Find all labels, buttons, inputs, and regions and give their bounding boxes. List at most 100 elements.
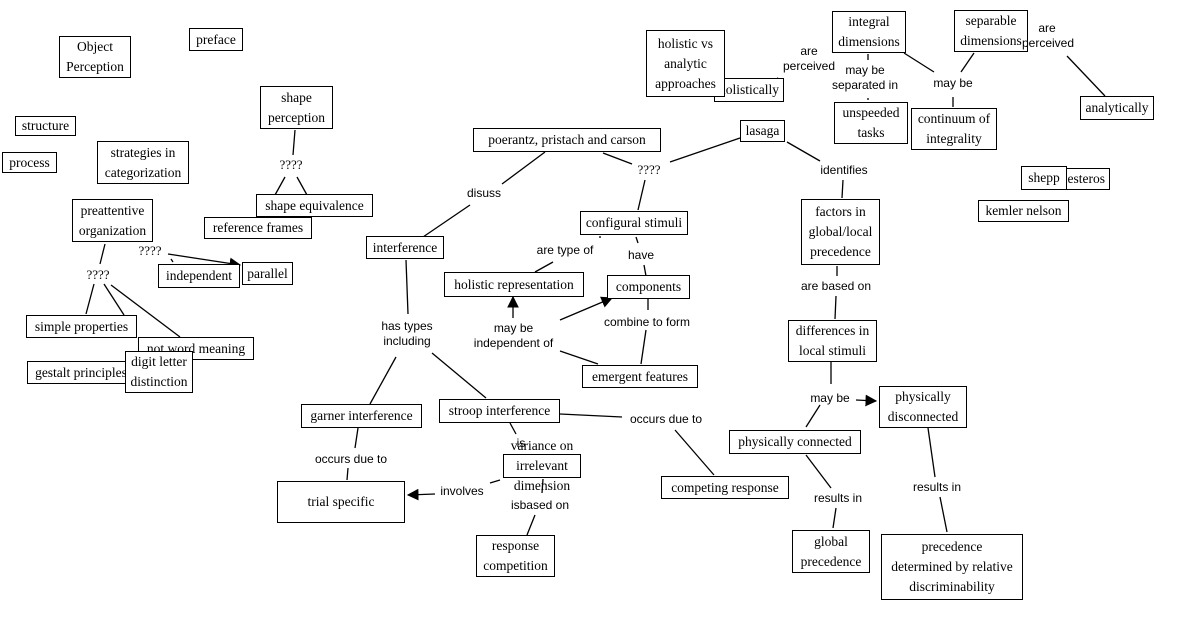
link-label-are-perceived-separable[interactable]: are perceived	[1022, 21, 1075, 50]
link-label-may-be-independent-of[interactable]: may be independent of	[473, 321, 554, 350]
node-object-perception[interactable]: Object Perception	[59, 36, 131, 78]
edge	[855, 394, 878, 407]
edge	[346, 467, 349, 481]
edge	[927, 427, 936, 478]
edge	[406, 488, 436, 501]
node-preface[interactable]: preface	[189, 28, 243, 51]
edge	[167, 253, 242, 270]
link-label-q-shape[interactable]: ????	[279, 157, 303, 172]
link-label-are-type-of[interactable]: are type of	[536, 243, 594, 257]
node-independent[interactable]: independent	[158, 264, 240, 288]
edge	[170, 258, 174, 263]
node-variance-on-irrelevant-dimension[interactable]: trial specific	[277, 481, 405, 523]
edge	[832, 507, 837, 529]
link-label-are-based-on[interactable]: are based on	[800, 279, 872, 293]
node-garner-interference[interactable]: garner interference	[301, 404, 422, 428]
node-trial-specific[interactable]: variance on irrelevant dimension	[503, 438, 581, 493]
node-configural-stimuli[interactable]: configural stimuli	[580, 211, 688, 235]
node-lasaga[interactable]: lasaga	[740, 120, 785, 142]
edge	[422, 204, 471, 238]
node-unspeeded-tasks[interactable]: unspeeded tasks	[834, 102, 908, 144]
node-continuum-of-integrality[interactable]: continuum of integrality	[911, 108, 997, 150]
node-physically-disconnected[interactable]: physically disconnected	[879, 386, 967, 428]
node-preattentive-organization[interactable]: preattentive organization	[72, 199, 153, 242]
node-shape-equivalence[interactable]: shape equivalence	[256, 194, 373, 217]
node-process[interactable]: process	[2, 152, 57, 173]
edge	[354, 427, 359, 449]
node-integral-dimensions[interactable]: integral dimensions	[832, 11, 906, 53]
node-shape-perception[interactable]: shape perception	[260, 86, 333, 129]
link-label-has-types-including[interactable]: has types including	[381, 319, 433, 348]
node-global-precedence[interactable]: global precedence	[792, 530, 870, 573]
edge	[635, 236, 639, 244]
node-response-competition[interactable]: response competition	[476, 535, 555, 577]
edge	[489, 479, 501, 484]
link-label-results-in-global[interactable]: results in	[813, 491, 863, 505]
node-precedence-relative-discriminability[interactable]: precedence determined by relative discri…	[881, 534, 1023, 600]
node-poerantz-pristach-carson[interactable]: poerantz, pristach and carson	[473, 128, 661, 152]
edge	[405, 259, 409, 315]
edge	[637, 179, 646, 211]
node-emergent-features[interactable]: emergent features	[582, 365, 698, 388]
node-competing-response[interactable]: competing response	[661, 476, 789, 499]
node-differences-in-local-stimuli[interactable]: differences in local stimuli	[788, 320, 877, 362]
node-strategies-in-categorization[interactable]: strategies in categorization	[97, 141, 189, 184]
edge	[369, 356, 397, 405]
link-label-occurs-due-to-garner[interactable]: occurs due to	[314, 452, 388, 466]
edge	[1066, 55, 1106, 97]
node-gestalt-principles[interactable]: gestalt principles	[27, 361, 135, 384]
node-components[interactable]: components	[607, 275, 690, 299]
node-interference[interactable]: interference	[366, 236, 444, 259]
edge	[805, 404, 821, 428]
edge	[939, 496, 948, 533]
edge	[559, 413, 623, 418]
edge	[501, 151, 546, 185]
link-label-are-perceived-integral[interactable]: are perceived	[782, 44, 836, 73]
edge	[85, 283, 95, 315]
link-label-occurs-due-to-stroop[interactable]: occurs due to	[629, 412, 703, 426]
edge	[110, 284, 181, 338]
edge	[559, 350, 599, 365]
node-holistic-representation[interactable]: holistic representation	[444, 272, 584, 297]
edge	[786, 141, 821, 162]
link-label-may-be-continuum[interactable]: may be	[933, 76, 973, 90]
link-label-may-be-physical[interactable]: may be	[810, 391, 850, 405]
edge	[296, 176, 308, 196]
edge	[103, 283, 125, 316]
link-label-isbased-on[interactable]: isbased on	[510, 498, 570, 512]
link-label-disuss[interactable]: disuss	[466, 186, 501, 200]
node-holistic-vs-analytic-approaches[interactable]: holistic vs analytic approaches	[646, 30, 725, 97]
edge	[526, 514, 536, 536]
node-holistically[interactable]: holistically	[714, 78, 784, 102]
node-separable-dimensions[interactable]: separable dimensions	[954, 10, 1028, 52]
edge	[669, 137, 741, 163]
node-digit-letter-distinction[interactable]: digit letter distinction	[125, 351, 193, 393]
edge	[640, 329, 647, 365]
node-analytically[interactable]: analytically	[1080, 96, 1154, 120]
edge	[602, 152, 633, 165]
link-label-identifies[interactable]: identifies	[820, 163, 868, 177]
node-factors-global-local-precedence[interactable]: factors in global/local precedence	[801, 199, 880, 265]
edge	[674, 429, 715, 476]
link-label-results-in-relative[interactable]: results in	[912, 480, 962, 494]
node-kemler-nelson[interactable]: kemler nelson	[978, 200, 1069, 222]
edge	[643, 264, 647, 277]
link-label-q-preatt-2[interactable]: ????	[86, 267, 110, 282]
node-structure[interactable]: structure	[15, 116, 76, 136]
edge	[834, 295, 837, 320]
link-label-combine-to-form[interactable]: combine to form	[603, 315, 691, 329]
node-stroop-interference[interactable]: stroop interference	[439, 399, 560, 423]
node-simple-properties[interactable]: simple properties	[26, 315, 137, 338]
link-label-q-poerantz[interactable]: ????	[637, 162, 661, 177]
edge	[541, 478, 544, 494]
node-reference-frames[interactable]: reference frames	[204, 217, 312, 239]
node-parallel[interactable]: parallel	[242, 262, 293, 285]
link-label-have[interactable]: have	[627, 248, 655, 262]
node-physically-connected[interactable]: physically connected	[729, 430, 861, 454]
link-label-q-preatt-1[interactable]: ????	[138, 243, 162, 258]
link-label-may-be-separated-in[interactable]: may be separated in	[831, 63, 899, 92]
node-shepp[interactable]: shepp	[1021, 166, 1067, 190]
edge	[805, 454, 832, 489]
link-label-involves[interactable]: involves	[440, 484, 484, 498]
link-label-is[interactable]: is	[516, 436, 526, 450]
